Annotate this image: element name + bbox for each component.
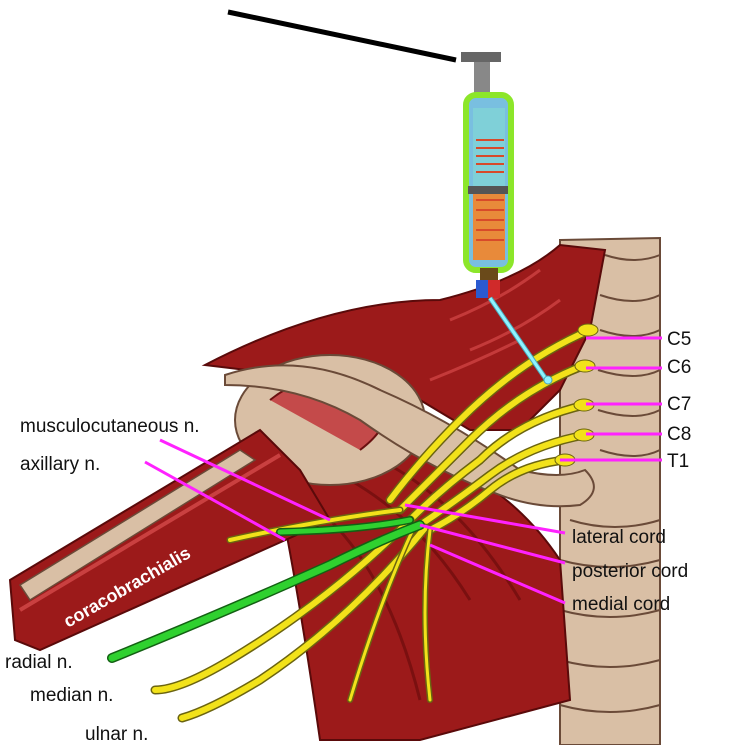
root-label-c6: C6: [667, 357, 691, 378]
posterior-cord-label: posterior cord: [572, 561, 688, 582]
radial-nerve-label: radial n.: [5, 652, 73, 673]
median-nerve-label: median n.: [30, 685, 113, 706]
root-label-c5: C5: [667, 329, 691, 350]
musculocutaneous-label: musculocutaneous n.: [20, 416, 200, 437]
root-label-t1: T1: [667, 451, 689, 472]
ulnar-nerve-label: ulnar n.: [85, 724, 148, 745]
root-label-c7: C7: [667, 394, 691, 415]
syringe-icon: [461, 52, 511, 298]
axillary-label: axillary n.: [20, 454, 100, 475]
lateral-cord-label: lateral cord: [572, 527, 666, 548]
pointer-line: [228, 12, 456, 60]
medial-cord-label: medial cord: [572, 594, 670, 615]
root-label-c8: C8: [667, 424, 691, 445]
